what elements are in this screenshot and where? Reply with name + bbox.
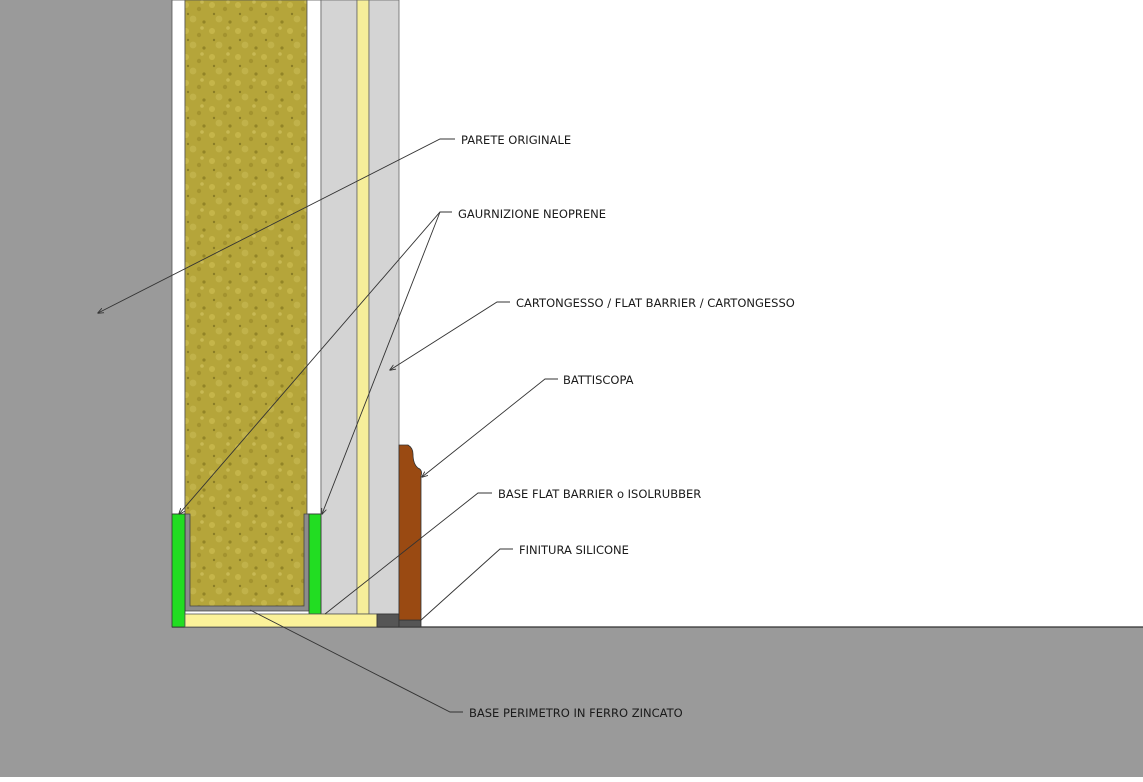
neoprene-gasket-right (308, 513, 322, 615)
leader-base-perimetro (249, 609, 463, 713)
silicone-finish-skirting (398, 619, 422, 628)
label-base-perimetro: BASE PERIMETRO IN FERRO ZINCATO (469, 706, 683, 720)
label-finitura-silicone: FINITURA SILICONE (519, 543, 629, 557)
leader-parete-originale (98, 138, 455, 313)
plasterboard-outer (368, 0, 400, 615)
silicone-finish (376, 613, 400, 628)
original-wall (0, 0, 172, 627)
leader-guarnizione-b (322, 211, 441, 514)
label-battiscopa: BATTISCOPA (563, 373, 634, 387)
leader-base-flat-barrier (324, 492, 492, 615)
base-flat-barrier (184, 613, 378, 628)
label-base-flat-barrier: BASE FLAT BARRIER o ISOLRUBBER (498, 487, 701, 501)
leader-battiscopa (422, 378, 558, 477)
leader-finitura-silicone (419, 548, 513, 622)
neoprene-gasket-left (171, 513, 186, 628)
mineral-wool-insulation (184, 0, 308, 611)
plasterboard-inner (320, 0, 358, 615)
galvanized-steel-channel (184, 513, 310, 612)
label-guarnizione-neoprene: GAURNIZIONE NEOPRENE (458, 207, 606, 221)
skirting-board (398, 444, 422, 621)
leader-lines (98, 138, 558, 713)
air-gap (171, 0, 186, 515)
leader-cartongesso (390, 301, 510, 370)
flat-barrier-layer (356, 0, 370, 615)
floor-slab (0, 627, 1143, 777)
label-cartongesso: CARTONGESSO / FLAT BARRIER / CARTONGESSO (516, 296, 795, 310)
inner-gap (306, 0, 322, 515)
label-parete-originale: PARETE ORIGINALE (461, 133, 571, 147)
